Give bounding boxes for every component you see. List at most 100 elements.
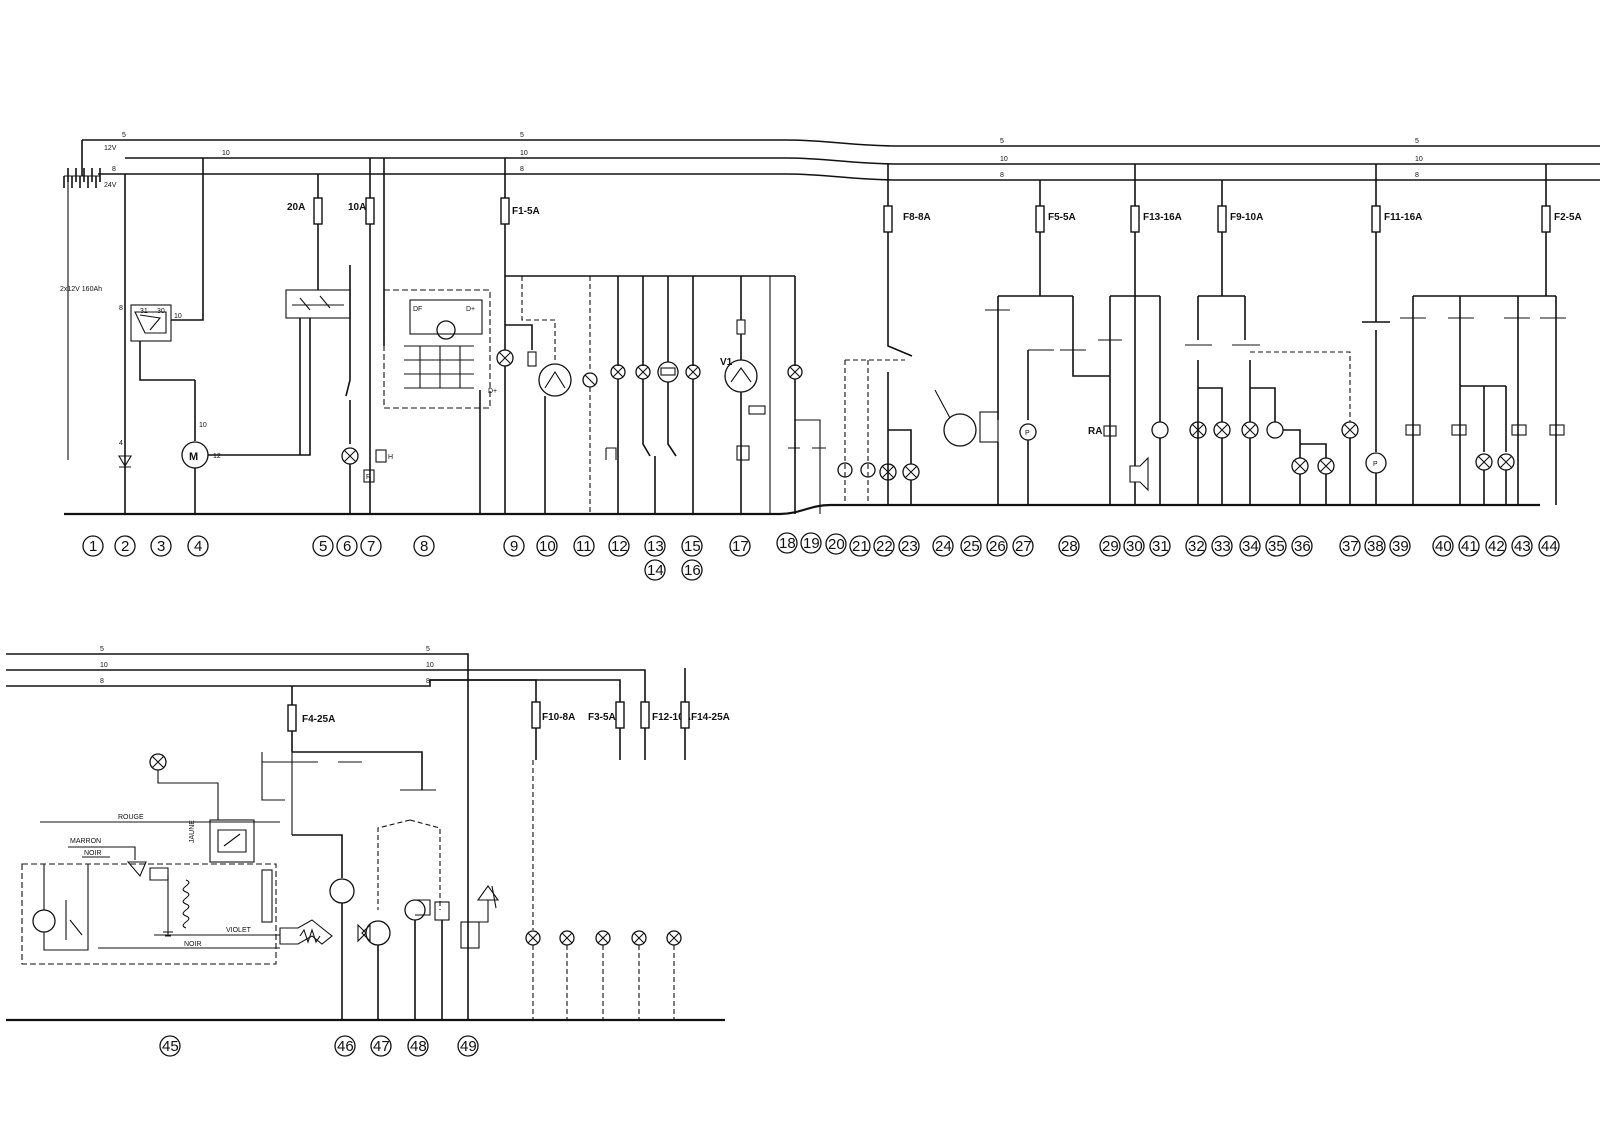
fuse-f2-branch-39-44: F2-5A xyxy=(1400,164,1582,505)
fuse-20a xyxy=(313,197,323,225)
callout-20: 20 xyxy=(825,533,847,555)
callout-18: 18 xyxy=(776,532,798,554)
svg-text:44: 44 xyxy=(1541,538,1558,555)
svg-text:11: 11 xyxy=(576,538,592,555)
bus-label-mid-10b: 10 xyxy=(520,150,528,157)
callout-3: 3 xyxy=(150,535,172,557)
component-46 xyxy=(292,834,355,1020)
svg-text:47: 47 xyxy=(373,1038,390,1055)
battery-rating: 2x12V 160Ah xyxy=(60,286,102,293)
callout-44: 44 xyxy=(1538,535,1560,557)
svg-text:20: 20 xyxy=(828,536,845,553)
lamp-32 xyxy=(1189,421,1207,439)
svg-text:10: 10 xyxy=(174,313,182,320)
fuse-f1-branch-component-9: F1-5A xyxy=(496,158,795,514)
callout-17: 17 xyxy=(729,535,751,557)
lamp-31 xyxy=(1151,421,1169,439)
fuse-f12 xyxy=(640,701,650,729)
fuse-f3 xyxy=(615,701,625,729)
bus-wires-bottom: 5 5 10 10 8 8 xyxy=(6,646,686,1020)
bus-label-bottom-8: 8 xyxy=(100,678,104,685)
gauge-10 xyxy=(538,363,572,397)
fuse-f10-label: F10-8A xyxy=(542,712,575,723)
svg-text:37: 37 xyxy=(1342,538,1359,555)
svg-text:42: 42 xyxy=(1488,538,1505,555)
fuse-f9-branch-32-37: F9-10A xyxy=(1185,180,1359,505)
callout-35: 35 xyxy=(1265,535,1287,557)
fuse-f2 xyxy=(1541,205,1551,233)
callout-34: 34 xyxy=(1239,535,1261,557)
svg-text:18: 18 xyxy=(779,535,796,552)
heater-circuit-component-45: ROUGE MARRON NOIR JAUNE VIOLET NOIR xyxy=(21,751,423,965)
fuse-f12-label: F12-10A xyxy=(652,712,691,723)
fuse-f14 xyxy=(680,701,690,729)
callout-19: 19 xyxy=(800,532,822,554)
relay-component-3: 31 30 10 xyxy=(130,158,204,381)
svg-text:8: 8 xyxy=(119,305,123,312)
callout-46: 46 xyxy=(334,1035,356,1057)
fuse-20a-label: 20A xyxy=(287,202,305,213)
callout-48: 48 xyxy=(407,1035,429,1057)
callout-31: 31 xyxy=(1149,535,1171,557)
fuses-bottom: F4-25A F10-8A F3-5A F12-10A F14-25A xyxy=(287,686,730,760)
fuse-f8-label: F8-8A xyxy=(903,212,931,223)
radio-component-49 xyxy=(460,885,500,949)
svg-text:24: 24 xyxy=(935,538,952,555)
svg-text:31: 31 xyxy=(140,308,148,315)
fuse-block-5-6: 20A 10A R H xyxy=(285,158,393,514)
voltmeter-v1-label: V1 xyxy=(720,357,733,368)
callout-39: 39 xyxy=(1389,535,1411,557)
svg-text:8: 8 xyxy=(420,538,428,555)
lamp-22 xyxy=(879,463,897,481)
bus-label-bot-8b: 8 xyxy=(520,166,524,173)
fuse-f4-label: F4-25A xyxy=(302,714,335,725)
bus-label-mid-10: 10 xyxy=(222,150,230,157)
sensor-24 xyxy=(943,413,977,447)
callout-49: 49 xyxy=(457,1035,479,1057)
fuse-f8-branch-20-23: F8-8A xyxy=(837,164,931,505)
alternator-dplus-label: D+ xyxy=(466,306,475,313)
wire-color-rouge: ROUGE xyxy=(118,814,144,821)
fuse-f5 xyxy=(1035,205,1045,233)
svg-text:22: 22 xyxy=(876,538,893,555)
callout-25: 25 xyxy=(960,535,982,557)
svg-text:38: 38 xyxy=(1367,538,1384,555)
fuse-f2-label: F2-5A xyxy=(1554,212,1582,223)
callout-22: 22 xyxy=(873,535,895,557)
svg-text:7: 7 xyxy=(367,538,375,555)
callout-12: 12 xyxy=(608,535,630,557)
resistor-r-label: R xyxy=(366,474,371,481)
fuse-f9-label: F9-10A xyxy=(1230,212,1263,223)
svg-text:34: 34 xyxy=(1242,538,1259,555)
svg-text:43: 43 xyxy=(1514,538,1531,555)
bus-label-bottom-10: 10 xyxy=(100,662,108,669)
callout-40: 40 xyxy=(1432,535,1454,557)
svg-text:1: 1 xyxy=(89,538,97,555)
svg-text:29: 29 xyxy=(1102,538,1119,555)
callout-13: 13 xyxy=(644,535,666,557)
callout-6: 6 xyxy=(336,535,358,557)
wire-color-noir-2: NOIR xyxy=(184,941,202,948)
callout-24: 24 xyxy=(932,535,954,557)
svg-text:3: 3 xyxy=(157,538,165,555)
callout-2: 2 xyxy=(114,535,136,557)
svg-text:32: 32 xyxy=(1188,538,1205,555)
bus-label-bottom-8b: 8 xyxy=(426,678,430,685)
callout-10: 10 xyxy=(536,535,558,557)
svg-text:30: 30 xyxy=(157,308,165,315)
callout-41: 41 xyxy=(1458,535,1480,557)
fuse-10a xyxy=(365,197,375,225)
wire-color-noir-1: NOIR xyxy=(84,850,102,857)
fuse-f8 xyxy=(883,205,893,233)
svg-text:33: 33 xyxy=(1214,538,1231,555)
motor-label: M xyxy=(189,451,198,463)
callout-4: 4 xyxy=(187,535,209,557)
relay-ra-label: RA xyxy=(1088,426,1102,437)
gauges-lamps-10-19: V1 xyxy=(521,276,826,514)
callout-29: 29 xyxy=(1099,535,1121,557)
fuse-f1 xyxy=(500,197,510,225)
callout-1: 1 xyxy=(82,535,104,557)
svg-text:14: 14 xyxy=(647,562,664,579)
callout-27: 27 xyxy=(1012,535,1034,557)
